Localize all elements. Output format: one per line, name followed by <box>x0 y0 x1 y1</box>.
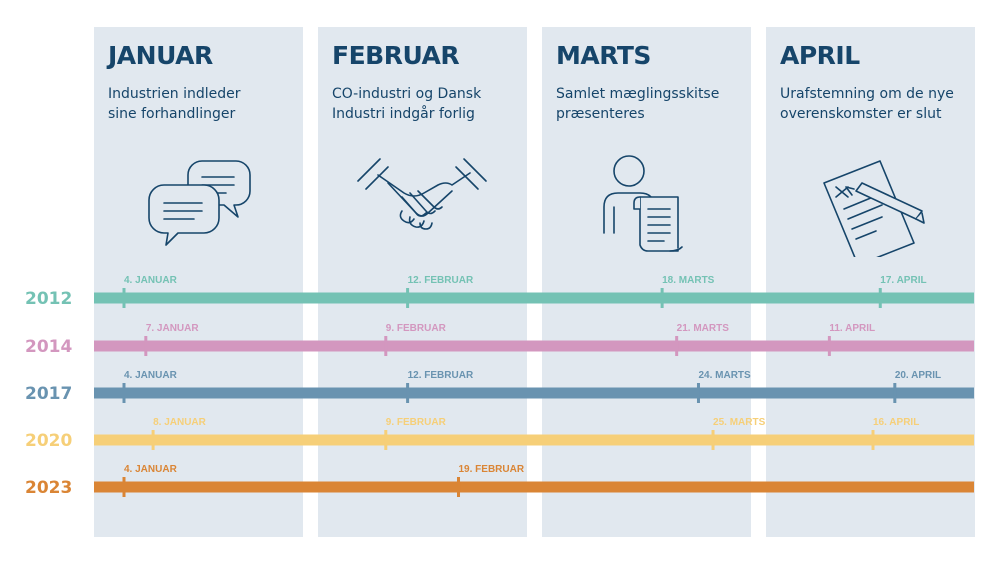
month-column-januar: JANUAR Industrien indleder sine forhandl… <box>94 27 303 537</box>
timeline-bar-2012 <box>94 292 974 304</box>
event-tick-2014-0 <box>144 336 148 356</box>
month-title: JANUAR <box>108 41 213 70</box>
month-title: MARTS <box>556 41 651 70</box>
month-description: Urafstemning om de nye overenskomster er… <box>780 86 954 122</box>
timeline-bar-2014 <box>94 340 974 352</box>
event-tick-2023-1 <box>457 477 461 497</box>
event-tick-2017-1 <box>406 383 410 403</box>
timeline-bar-2020 <box>94 434 974 446</box>
event-label-2014-1: 9. FEBRUAR <box>386 323 447 334</box>
event-label-2014-2: 21. MARTS <box>677 323 730 334</box>
handshake-icon <box>357 158 487 230</box>
event-tick-2014-2 <box>675 336 679 356</box>
event-tick-2017-0 <box>122 383 126 403</box>
event-label-2017-3: 20. APRIL <box>895 370 941 381</box>
month-column-marts: MARTS Samlet mæglingsskitse præsenteres <box>542 27 751 537</box>
year-label-2017: 2017 <box>25 384 73 404</box>
year-label-2012: 2012 <box>25 289 73 309</box>
event-tick-2020-0 <box>151 430 155 450</box>
month-description: CO-industri og Dansk Industri indgår for… <box>332 86 482 122</box>
event-tick-2020-2 <box>711 430 715 450</box>
event-label-2017-0: 4. JANUAR <box>124 370 178 381</box>
event-label-2012-3: 17. APRIL <box>880 275 926 286</box>
person-document-icon <box>603 155 683 252</box>
event-tick-2023-0 <box>122 477 126 497</box>
event-label-2017-2: 24. MARTS <box>698 370 751 381</box>
event-tick-2020-1 <box>384 430 388 450</box>
event-label-2020-1: 9. FEBRUAR <box>386 417 447 428</box>
event-tick-2017-2 <box>696 383 700 403</box>
event-tick-2020-3 <box>871 430 875 450</box>
event-label-2023-1: 19. FEBRUAR <box>459 464 525 475</box>
timeline-bar-2017 <box>94 387 974 399</box>
event-label-2012-1: 12. FEBRUAR <box>408 275 474 286</box>
event-label-2020-0: 8. JANUAR <box>153 417 207 428</box>
event-label-2012-2: 18. MARTS <box>662 275 715 286</box>
year-label-2020: 2020 <box>25 431 73 451</box>
event-label-2012-0: 4. JANUAR <box>124 275 178 286</box>
chat-bubbles-icon <box>148 160 251 246</box>
timeline-bar-2023 <box>94 481 974 493</box>
event-tick-2012-3 <box>878 288 882 308</box>
event-tick-2012-2 <box>660 288 664 308</box>
event-label-2023-0: 4. JANUAR <box>124 464 178 475</box>
event-tick-2012-0 <box>122 288 126 308</box>
year-label-2014: 2014 <box>25 337 73 357</box>
event-label-2017-1: 12. FEBRUAR <box>408 370 474 381</box>
event-tick-2014-3 <box>827 336 831 356</box>
event-label-2020-2: 25. MARTS <box>713 417 766 428</box>
event-label-2014-0: 7. JANUAR <box>146 323 200 334</box>
month-column-april: APRIL Urafstemning om de nye overenskoms… <box>766 27 975 537</box>
month-title: APRIL <box>780 41 860 70</box>
event-tick-2012-1 <box>406 288 410 308</box>
month-description: Industrien indleder sine forhandlinger <box>108 86 241 122</box>
contract-pen-icon <box>823 160 925 257</box>
event-label-2020-3: 16. APRIL <box>873 417 919 428</box>
month-column-februar: FEBRUAR CO-industri og Dansk Industri in… <box>318 27 527 537</box>
year-label-2023: 2023 <box>25 478 73 498</box>
month-title: FEBRUAR <box>332 41 460 70</box>
month-description: Samlet mæglingsskitse præsenteres <box>556 86 720 122</box>
event-tick-2017-3 <box>893 383 897 403</box>
event-tick-2014-1 <box>384 336 388 356</box>
event-label-2014-3: 11. APRIL <box>829 323 875 334</box>
